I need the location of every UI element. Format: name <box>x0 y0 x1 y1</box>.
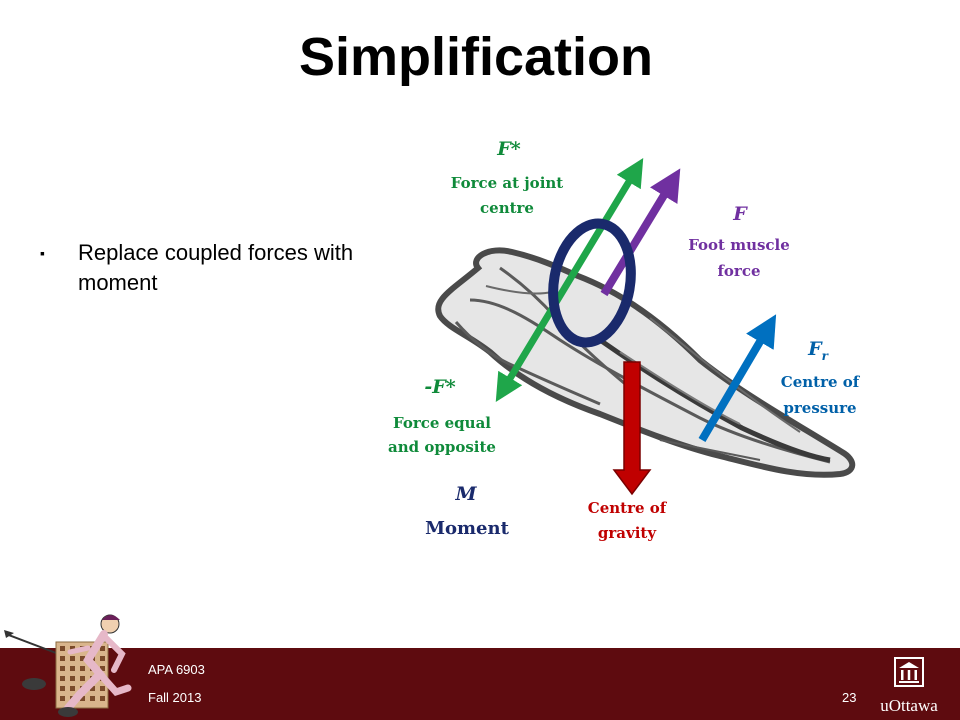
university-name: uOttawa <box>880 696 938 715</box>
f-label-line2: force <box>717 262 760 280</box>
bullet-item: ▪ Replace coupled forces with moment <box>40 238 430 298</box>
neg-f-star-symbol: -F* <box>424 376 455 398</box>
building-icon <box>894 657 924 687</box>
moment-symbol <box>548 218 636 348</box>
neg-f-star-label-line2: and opposite <box>388 438 496 456</box>
f-r-symbol-main: F <box>807 338 823 360</box>
gravity-label-line1: Centre of <box>588 499 668 517</box>
foot-skeleton-illustration <box>435 247 856 478</box>
f-r-symbol-subscript: r <box>822 349 830 363</box>
f-label-line1: Foot muscle <box>688 236 790 254</box>
university-logo: uOttawa <box>870 655 948 716</box>
f-star-symbol: F* <box>496 138 520 160</box>
footer-bar <box>0 648 960 720</box>
neg-f-star-label-line1: Force equal <box>393 414 491 432</box>
f-star-arrow <box>495 158 644 402</box>
course-code: APA 6903 <box>148 662 205 677</box>
moment-label: Moment <box>425 518 510 539</box>
gravity-arrow <box>612 361 652 496</box>
page-number: 23 <box>842 690 857 705</box>
f-r-label-line1: Centre of <box>781 373 861 391</box>
bullet-marker: ▪ <box>40 245 45 261</box>
f-r-symbol: Fr <box>807 338 830 363</box>
slide-title: Simplification <box>298 27 654 87</box>
f-symbol: F <box>732 203 748 225</box>
f-r-arrow <box>698 314 777 443</box>
bullet-text: Replace coupled forces with moment <box>78 240 354 295</box>
gravity-label-line2: gravity <box>598 524 657 542</box>
m-symbol: M <box>454 483 477 505</box>
f-star-label-line2: centre <box>480 199 534 217</box>
term-label: Fall 2013 <box>148 690 202 705</box>
runner-illustration <box>4 614 132 717</box>
f-r-label-line2: pressure <box>783 399 856 417</box>
f-arrow <box>600 168 681 297</box>
f-star-label-line1: Force at joint <box>451 174 564 192</box>
